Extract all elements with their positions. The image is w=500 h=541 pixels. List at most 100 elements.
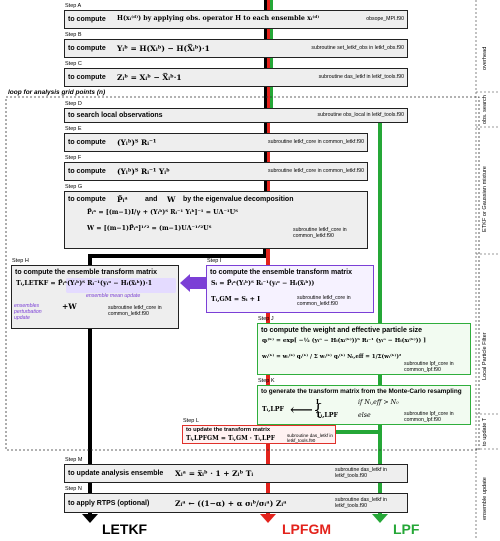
- step-n-tag: Step N: [65, 486, 82, 492]
- step-i-sub: subroutine letkf_core in common_letkf.f9…: [297, 295, 351, 307]
- step-k-c2cond: else: [358, 412, 371, 419]
- output-lpf: LPF: [393, 521, 420, 537]
- step-k-lhs: Tᵢ,LPF: [262, 406, 285, 413]
- step-a-sub: obsope_MPI.f90: [366, 16, 404, 22]
- arrow-lpf-icon: [372, 514, 388, 523]
- step-j-sub: subroutine lpf_core in common_lpf.f90: [404, 361, 454, 373]
- step-g-eq2: W: [167, 195, 176, 204]
- step-a-tag: Step A: [65, 3, 82, 9]
- step-j-box: to compute the weight and effective part…: [257, 323, 471, 375]
- step-a-eq: H(xᵢ⁽ᵈ⁾) by applying obs. operator H to …: [117, 15, 320, 22]
- step-l-tag: Step L: [183, 418, 199, 424]
- side-label-lpf: Local Particle Filter: [482, 332, 488, 380]
- step-k-c2: Tᵢ,LPF: [316, 412, 339, 419]
- step-b-eq: Yᵢᵇ = H(Xᵢᵇ) − H(X̅ᵢᵇ)·1: [117, 44, 210, 53]
- step-h-tag: Step H: [12, 258, 29, 264]
- similar-label: [189, 279, 207, 287]
- step-i-eq2: Tᵢ,GM = Sᵢ + I: [211, 296, 261, 303]
- step-j-title: to compute the weight and effective part…: [261, 327, 423, 334]
- step-m-box: to update analysis ensemble Xᵢᵃ = x̅ᵢᵇ ·…: [64, 464, 408, 483]
- step-d-title: to search local observations: [68, 112, 163, 119]
- similar-arrow-left-icon: [180, 274, 190, 292]
- step-k-c1: I: [316, 399, 319, 406]
- step-e-eq: (Yᵢᵇ)ᵀ Rᵢ⁻¹: [117, 138, 157, 147]
- side-label-obs-search: obs. search: [482, 95, 488, 124]
- step-h-plus: +W: [62, 302, 77, 311]
- step-n-sub: subroutine das_letkf in letkf_tools.f90: [335, 497, 387, 509]
- step-n-box: to apply RTPS (optional) Zᵢᵃ ← ((1−α) + …: [64, 493, 408, 513]
- step-e-box: to compute (Yᵢᵇ)ᵀ Rᵢ⁻¹ subroutine letkf_…: [64, 133, 368, 152]
- step-m-sub: subroutine das_letkf in letkf_tools.f90: [335, 467, 387, 479]
- step-d-tag: Step D: [65, 101, 82, 107]
- step-l-eq: Tᵢ,LPFGM = Tᵢ,GM · Tᵢ,LPF: [186, 435, 275, 442]
- loop-border: [5, 96, 480, 451]
- output-lpfgm: LPFGM: [282, 521, 331, 537]
- side-label-etkf: ETKF or Gaussian mixture: [482, 166, 488, 232]
- step-a-title: to compute: [68, 16, 106, 23]
- line-black-branch: [88, 248, 267, 514]
- step-i-box: to compute the ensemble transform matrix…: [206, 265, 374, 313]
- step-c-title: to compute: [68, 74, 106, 81]
- step-l-title: to update the transform matrix: [186, 427, 271, 433]
- step-n-title: to apply RTPS (optional): [68, 500, 150, 507]
- step-i-eq1: Sᵢ = P̃ᵢᵃ(Yᵢᵇ)ᵀ Rᵢ⁻¹(yᵢᵒ − Hᵢ(x̅ᵢᵇ)): [211, 280, 315, 287]
- step-e-tag: Step E: [65, 126, 82, 132]
- step-c-eq: Zᵢᵇ = Xᵢᵇ − X̅ᵢᵇ·1: [117, 73, 182, 82]
- step-h-box: to compute the ensemble transform matrix…: [11, 265, 179, 329]
- step-h-title: to compute the ensemble transform matrix: [15, 269, 157, 276]
- step-i-title: to compute the ensemble transform matrix: [210, 269, 352, 276]
- step-j-eq1: qᵢ⁽ᵏ⁾ = exp[ −½ (yᵢᵒ − Hᵢ(xᵢ⁽ᵏ⁾))ᵀ Rᵢ⁻¹ …: [262, 338, 426, 344]
- step-g-tag: Step G: [65, 184, 83, 190]
- similar-arrow-body: [189, 277, 207, 289]
- step-d-sub: subroutine obs_local in letkf_tools.f90: [317, 112, 404, 118]
- step-g-and: and: [145, 196, 158, 203]
- step-l-box: to update the transform matrix Tᵢ,LPFGM …: [182, 425, 336, 444]
- step-c-box: to compute Zᵢᵇ = Xᵢᵇ − X̅ᵢᵇ·1 subroutine…: [64, 68, 408, 87]
- step-m-tag: Step M: [65, 457, 83, 463]
- side-label-overhead: overhead: [482, 46, 488, 70]
- step-h-note1: ensemble mean update: [86, 293, 141, 299]
- step-f-eq: (Yᵢᵇ)ᵀ Rᵢ⁻¹ Yᵢᵇ: [117, 167, 170, 176]
- step-b-sub: subroutine set_letkf_obs in letkf_obs.f9…: [311, 45, 404, 51]
- step-m-title: to update analysis ensemble: [68, 470, 164, 477]
- step-h-highlight: [66, 278, 176, 293]
- step-k-title: to generate the transform matrix from th…: [261, 388, 462, 395]
- arrow-lpfgm-icon: [260, 514, 276, 523]
- step-b-box: to compute Yᵢᵇ = H(Xᵢᵇ) − H(X̅ᵢᵇ)·1 subr…: [64, 39, 408, 58]
- arrow-letkf-icon: [82, 514, 98, 523]
- step-f-box: to compute (Yᵢᵇ)ᵀ Rᵢ⁻¹ Yᵢᵇ subroutine le…: [64, 162, 368, 181]
- step-k-tag: Step K: [258, 378, 275, 384]
- step-g-line2: W = [(m−1)P̃ᵢᵃ]¹ᐟ² = (m−1)UΛ⁻¹ᐟ²Uᵀ: [87, 225, 212, 232]
- step-j-tag: Step J: [258, 316, 274, 322]
- step-g-sub: subroutine letkf_core in common_letkf.f9…: [293, 227, 347, 239]
- step-k-sub: subroutine lpf_core in common_lpf.f90: [404, 411, 454, 423]
- step-k-arrow: ⟵{: [290, 400, 324, 419]
- output-letkf: LETKF: [102, 521, 148, 537]
- step-c-tag: Step C: [65, 61, 82, 67]
- step-g-line1: P̃ᵢᵃ = [(m−1)I/γ + (Yᵢᵇ)ᵀ Rᵢ⁻¹ Yᵢᵇ]⁻¹ = …: [87, 209, 238, 216]
- step-h-note2: ensembles perturbation update: [14, 303, 42, 321]
- step-h-eq: Tᵢ,LETKF = P̃ᵢᵃ(Yᵢᵇ)ᵀ Rᵢ⁻¹(yᵢᵒ − Hᵢ(x̅ᵢᵇ…: [16, 280, 153, 287]
- step-e-sub: subroutine letkf_core in common_letkf.f9…: [267, 139, 364, 145]
- step-m-eq: Xᵢᵃ = x̅ᵢᵇ · 1 + Zᵢᵇ Tᵢ: [175, 469, 254, 478]
- step-b-tag: Step B: [65, 32, 82, 38]
- step-d-box: to search local observations subroutine …: [64, 108, 408, 123]
- side-label-update-t: to update T: [482, 417, 488, 446]
- step-e-title: to compute: [68, 139, 106, 146]
- loop-title: loop for analysis grid points (n): [8, 89, 106, 96]
- step-g-title: to compute: [68, 196, 106, 203]
- step-f-sub: subroutine letkf_core in common_letkf.f9…: [267, 168, 364, 174]
- step-k-c1cond: if Nᵢ,eff > N₀: [358, 399, 399, 406]
- step-a-box: to compute H(xᵢ⁽ᵈ⁾) by applying obs. ope…: [64, 10, 408, 29]
- step-b-title: to compute: [68, 45, 106, 52]
- step-n-eq: Zᵢᵃ ← ((1−α) + α σᵢᵇ/σᵢᵃ) Zᵢᵃ: [175, 499, 287, 508]
- side-label-ensemble-update: ensemble update: [482, 477, 488, 520]
- step-f-title: to compute: [68, 168, 106, 175]
- step-g-eq1: P̃ᵢᵃ: [117, 195, 128, 204]
- step-h-sub: subroutine letkf_core in common_letkf.f9…: [108, 305, 162, 317]
- step-l-sub: subroutine das_letkf in letkf_tools.f90: [287, 433, 333, 443]
- step-c-sub: subroutine das_letkf in letkf_tools.f90: [318, 74, 404, 80]
- step-f-tag: Step F: [65, 155, 82, 161]
- step-j-eq2: wᵢ⁽ᵏ⁾ = wᵢ⁽ᵏ⁾ qᵢ⁽ᵏ⁾ / Σ wᵢ⁽ᵏ⁾ qᵢ⁽ᵏ⁾ Nᵢ,e…: [262, 354, 402, 360]
- step-g-box: to compute P̃ᵢᵃ and W by the eigenvalue …: [64, 191, 368, 249]
